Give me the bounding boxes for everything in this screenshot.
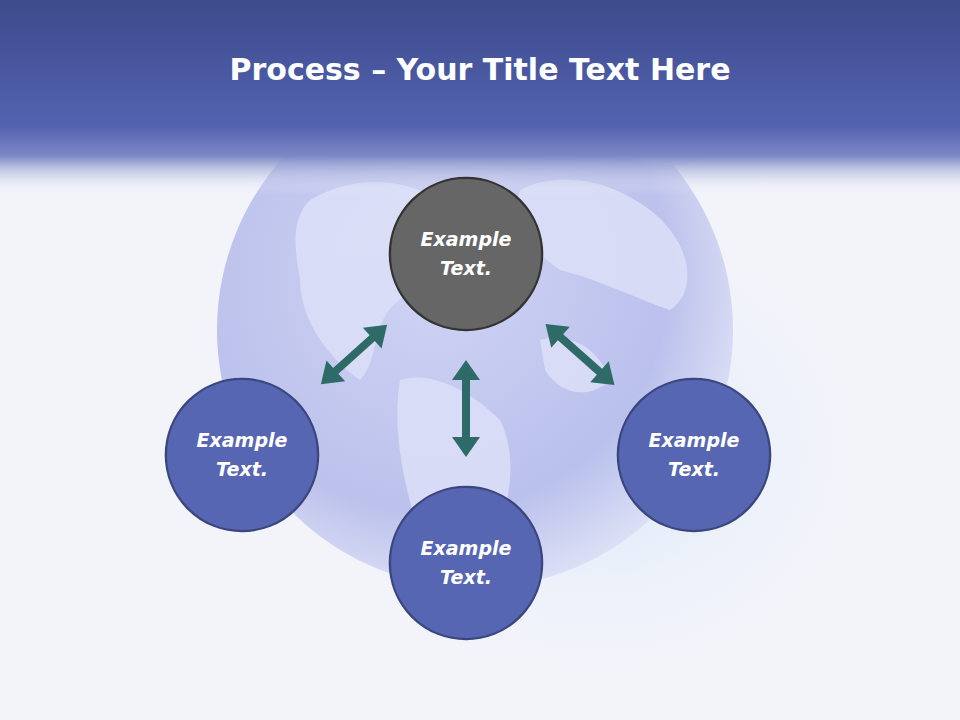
- node-label: Example Text.: [186, 426, 298, 484]
- node-label: Example Text.: [410, 225, 522, 283]
- double-arrow: [321, 325, 387, 384]
- node-label: Example Text.: [638, 426, 750, 484]
- process-circle: Example Text.: [388, 485, 544, 641]
- circle-outline: [164, 377, 320, 533]
- process-circle: Example Text.: [164, 377, 320, 533]
- circle-outline: [388, 176, 544, 332]
- node-label: Example Text.: [410, 534, 522, 592]
- process-circle: Example Text.: [616, 377, 772, 533]
- double-arrow: [452, 360, 480, 457]
- circle-outline: [388, 485, 544, 641]
- process-circle: Example Text.: [388, 176, 544, 332]
- slide-title: Process – Your Title Text Here: [0, 52, 960, 87]
- circle-outline: [616, 377, 772, 533]
- double-arrow: [546, 324, 615, 385]
